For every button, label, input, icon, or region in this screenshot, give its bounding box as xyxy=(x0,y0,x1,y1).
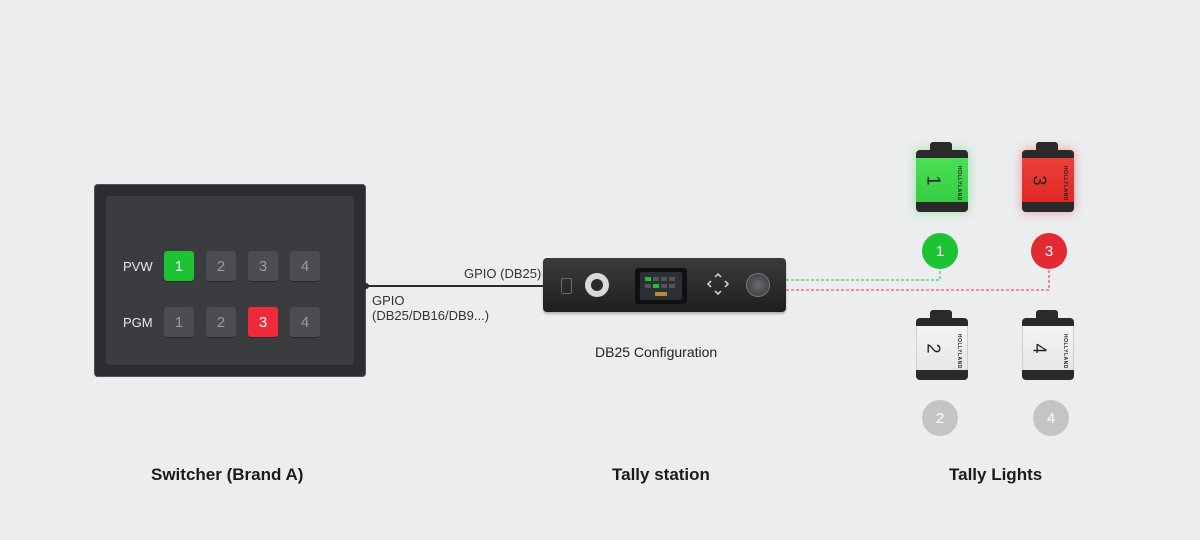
pvw-key-3[interactable]: 3 xyxy=(248,251,278,281)
tally-light-4-number: 4 xyxy=(1029,343,1050,354)
tally-light-1-brand: HOLLYLAND xyxy=(956,166,962,201)
switcher-caption: Switcher (Brand A) xyxy=(151,465,304,484)
gpio-out-sublabel: (DB25/DB16/DB9...) xyxy=(372,308,490,323)
switcher-port-dot xyxy=(363,283,369,289)
config-label: DB25 Configuration xyxy=(595,344,718,360)
pgm-key-4[interactable]: 4 xyxy=(290,307,320,337)
station-caption: Tally station xyxy=(612,465,710,484)
logo-icon xyxy=(585,273,609,297)
switcher-screen: PVW 1 2 3 4 PGM 1 2 3 4 xyxy=(106,196,354,365)
tally-badge-4: 4 xyxy=(1033,400,1069,436)
tally-light-2: 2 HOLLYLAND xyxy=(916,310,968,380)
dpad-icon[interactable] xyxy=(703,269,733,299)
tally-light-2-brand: HOLLYLAND xyxy=(956,334,962,369)
station-display xyxy=(635,268,687,304)
usb-port-icon xyxy=(561,278,572,294)
tally-station-device xyxy=(543,258,786,312)
rotary-knob[interactable] xyxy=(746,273,770,297)
green-tally-link xyxy=(786,264,941,281)
tally-light-1-number: 1 xyxy=(923,175,944,186)
tally-badge-2: 2 xyxy=(922,400,958,436)
pgm-key-1[interactable]: 1 xyxy=(164,307,194,337)
tally-light-3: 3 HOLLYLAND xyxy=(1022,142,1074,212)
tally-badge-3: 3 xyxy=(1031,233,1067,269)
tally-light-1: 1 HOLLYLAND xyxy=(916,142,968,212)
gpio-in-label: GPIO (DB25) xyxy=(464,266,542,281)
pvw-key-2[interactable]: 2 xyxy=(206,251,236,281)
gpio-out-label: GPIO xyxy=(372,293,405,308)
tally-light-4: 4 HOLLYLAND xyxy=(1022,310,1074,380)
pvw-key-4[interactable]: 4 xyxy=(290,251,320,281)
switcher-panel: PVW 1 2 3 4 PGM 1 2 3 4 xyxy=(94,184,366,377)
red-tally-link xyxy=(786,268,1050,291)
tally-badge-1: 1 xyxy=(922,233,958,269)
tally-light-3-brand: HOLLYLAND xyxy=(1062,166,1068,201)
pgm-key-2[interactable]: 2 xyxy=(206,307,236,337)
pgm-key-3[interactable]: 3 xyxy=(248,307,278,337)
pvw-key-1[interactable]: 1 xyxy=(164,251,194,281)
pvw-row-label: PVW xyxy=(123,259,153,274)
tally-light-2-number: 2 xyxy=(923,343,944,354)
tally-light-4-brand: HOLLYLAND xyxy=(1062,334,1068,369)
pgm-row-label: PGM xyxy=(123,315,153,330)
tally-lights-caption: Tally Lights xyxy=(949,465,1043,484)
tally-light-3-number: 3 xyxy=(1029,175,1050,186)
